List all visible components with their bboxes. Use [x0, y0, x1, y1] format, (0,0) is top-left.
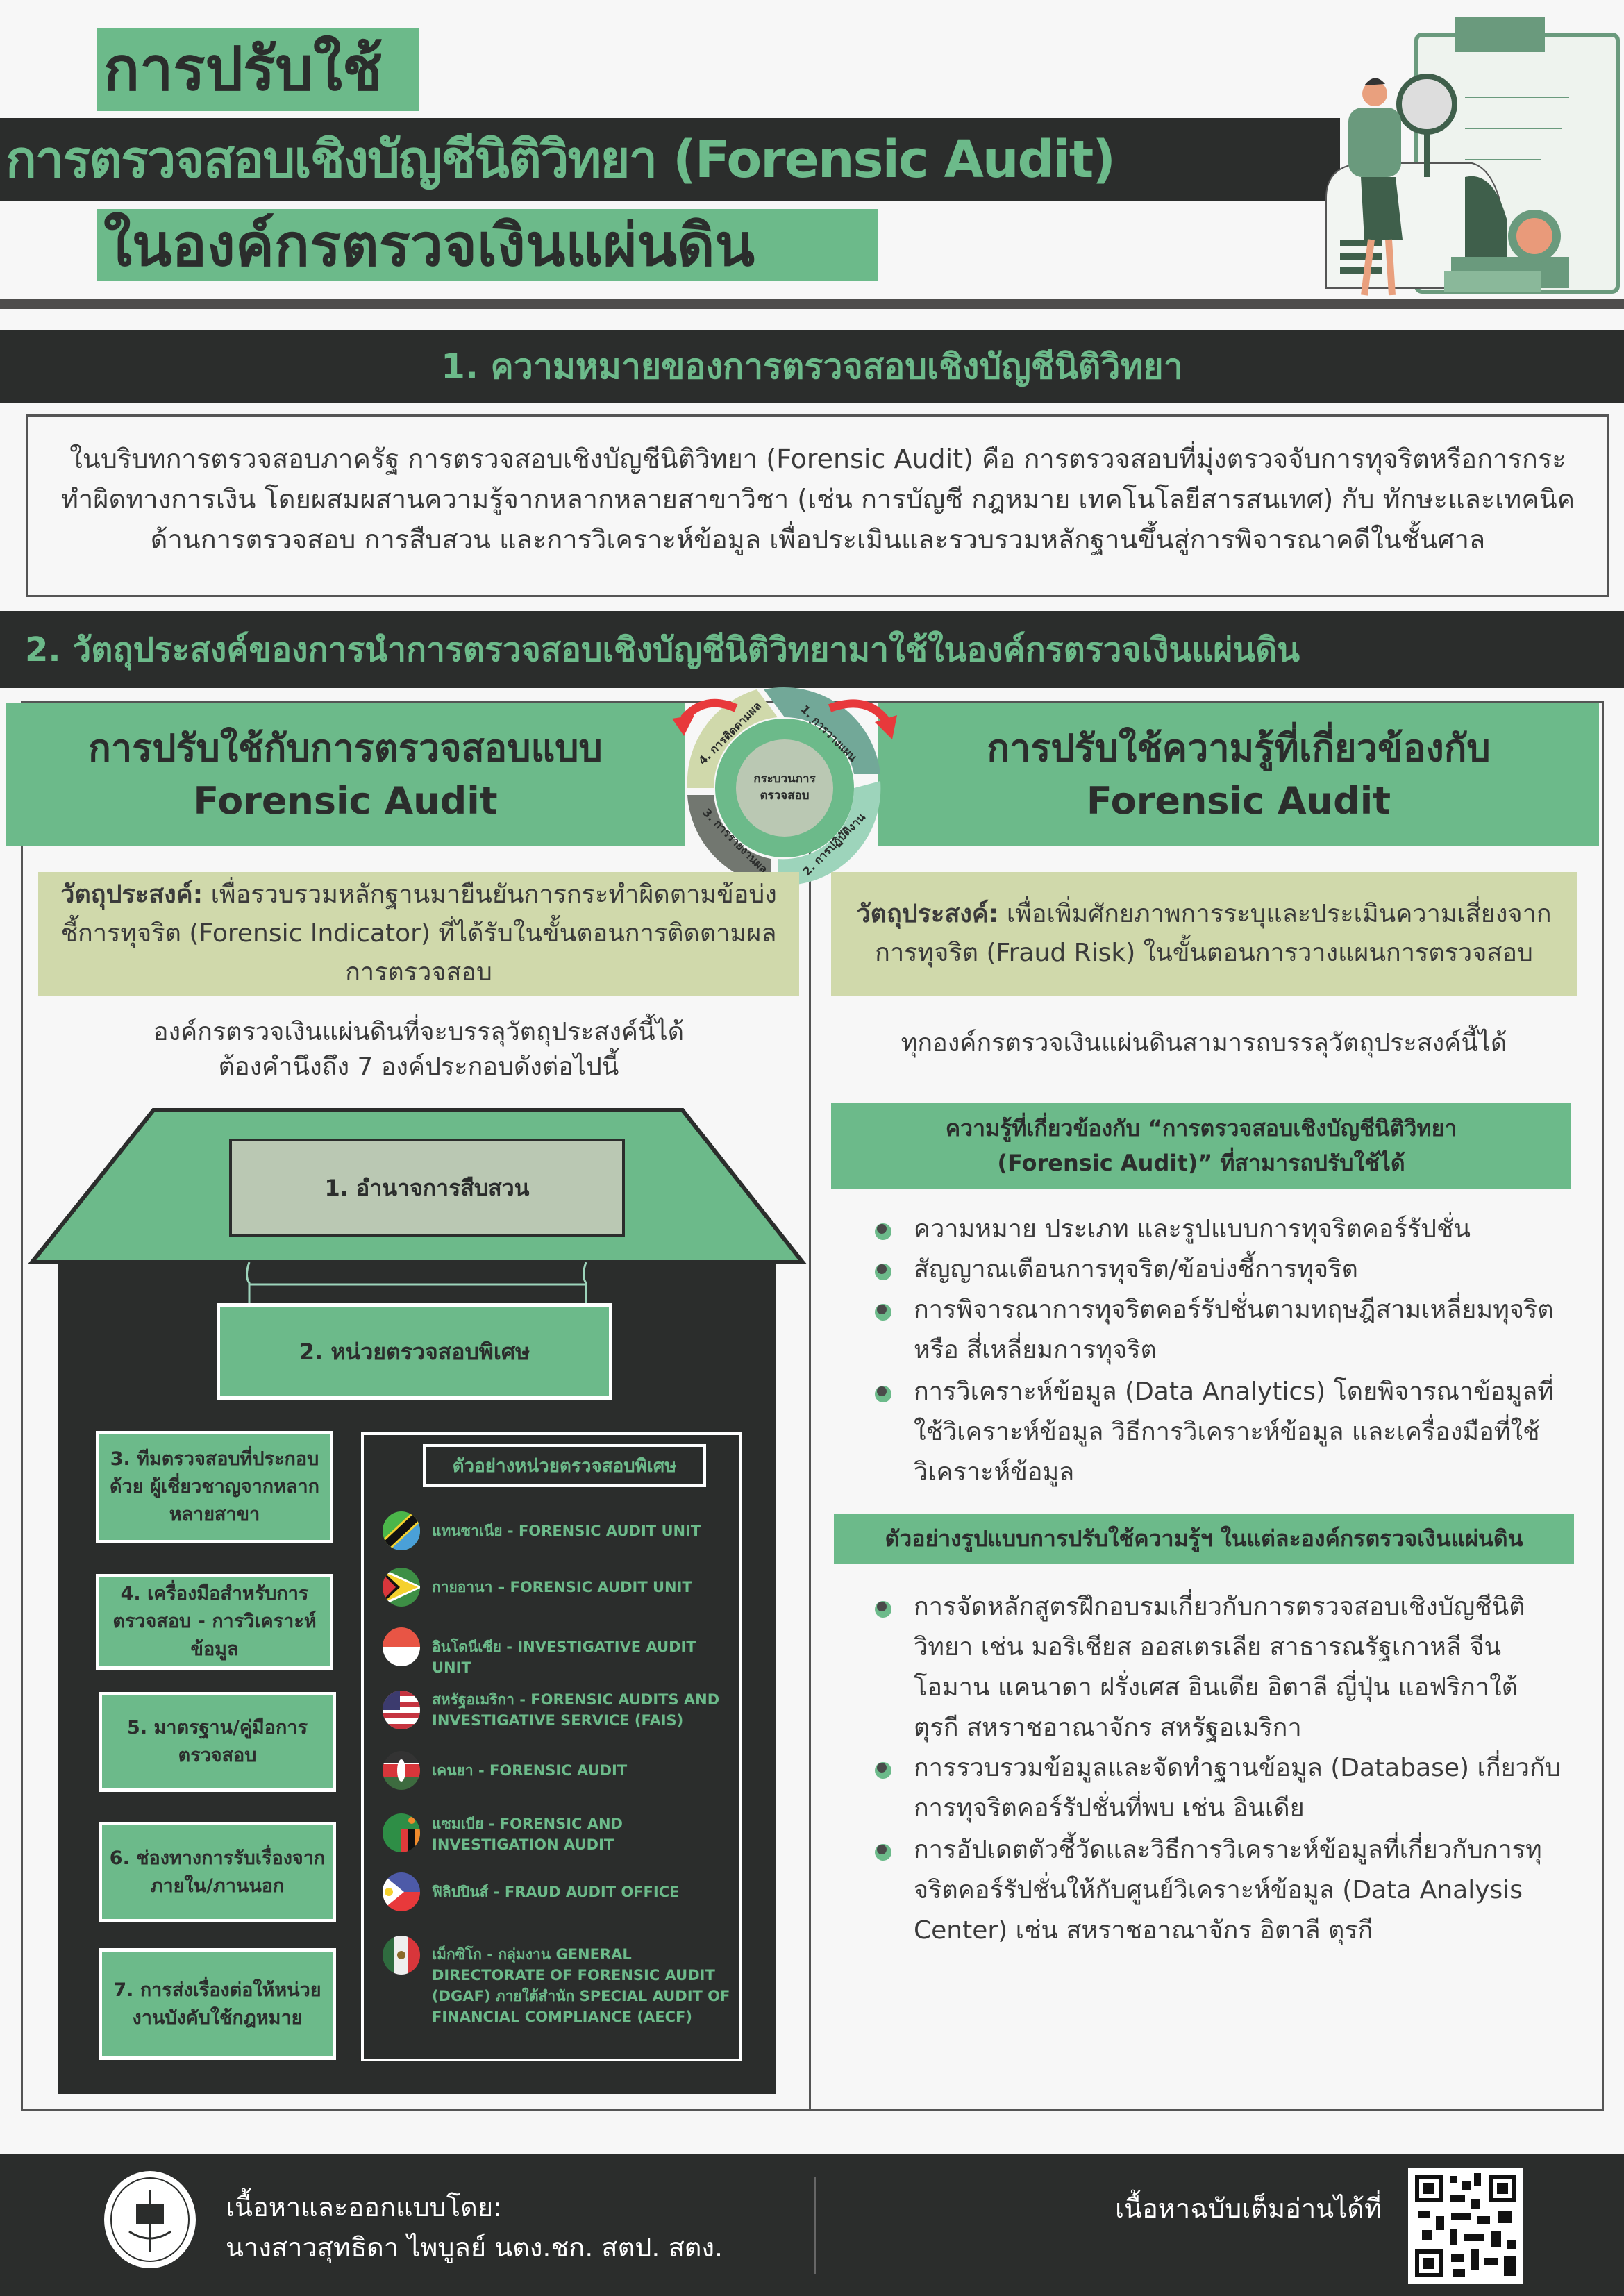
- example-kenya: เคนยา - FORENSIC AUDIT: [432, 1762, 628, 1779]
- left-objective: วัตถุประสงค์: เพื่อรวบรวมหลักฐานมายืนยัน…: [38, 872, 799, 996]
- knowledge-item: การพิจารณาการทุจริตคอร์รัปชั่นตามทฤษฎีสา…: [875, 1290, 1569, 1371]
- kenya-flag-icon: [383, 1751, 420, 1790]
- component-standards: 5. มาตรฐาน/คู่มือการตรวจสอบ: [99, 1692, 336, 1792]
- component-law-enforcement-referral: 7. การส่งเรื่องต่อให้หน่วยงานบังคับใช้กฎ…: [99, 1948, 336, 2060]
- component-investigative-power: 1. อำนาจการสืบสวน: [229, 1139, 625, 1237]
- right-column: [809, 701, 1604, 2111]
- right-intro: ทุกองค์กรตรวจเงินแผ่นดินสามารถบรรลุวัตถุ…: [901, 1029, 1507, 1057]
- example-usa: สหรัฐอเมริกา - FORENSIC AUDITS AND INVES…: [432, 1691, 720, 1729]
- indonesia-flag-icon: [383, 1627, 420, 1666]
- title-band: [0, 118, 1340, 201]
- cycle-step-execute: [778, 781, 881, 886]
- credit-label: เนื้อหาและออกแบบโดย:: [226, 2192, 502, 2222]
- examples-heading: ตัวอย่างรูปแบบการปรับใช้ความรู้ฯ ในแต่ละ…: [834, 1514, 1574, 1564]
- example-indonesia: อินโดนีเซีย - INVESTIGATIVE AUDIT UNIT: [432, 1639, 696, 1676]
- audit-process-cycle: 1. การวางแผน 2. การปฏิบัติงาน 3. การรายง…: [672, 687, 897, 886]
- examples-title: ตัวอย่างหน่วยตรวจสอบพิเศษ: [423, 1444, 706, 1487]
- usa-flag-icon: [383, 1691, 420, 1729]
- tanzania-flag-icon: [383, 1511, 420, 1550]
- mexico-flag-icon: [383, 1936, 420, 1975]
- cycle-center-label: กระบวนการตรวจสอบ: [753, 772, 816, 803]
- example-item: การอัปเดตตัวชี้วัดและวิธีการวิเคราะห์ข้อ…: [875, 1830, 1569, 1951]
- credit: เนื้อหาและออกแบบโดย: นางสาวสุทธิดา ไพบูล…: [226, 2187, 723, 2268]
- qr-code[interactable]: [1408, 2168, 1523, 2284]
- credit-name: นางสาวสุทธิดา ไพบูลย์ นตง.ชก. สตป. สตง.: [226, 2232, 723, 2263]
- zambia-flag-icon: [383, 1813, 420, 1852]
- example-item: การจัดหลักสูตรฝึกอบรมเกี่ยวกับการตรวจสอบ…: [875, 1587, 1569, 1748]
- knowledge-item: การวิเคราะห์ข้อมูล (Data Analytics) โดยพ…: [875, 1372, 1569, 1493]
- left-objective-label: วัตถุประสงค์:: [60, 880, 203, 909]
- guyana-flag-icon: [383, 1568, 420, 1607]
- cycle-step-report: [687, 795, 771, 885]
- title-line-1: การปรับใช้: [97, 28, 419, 111]
- example-item: การรวบรวมข้อมูลและจัดทำฐานข้อมูล (Databa…: [875, 1748, 1569, 1829]
- right-objective-label: วัตถุประสงค์:: [856, 900, 999, 928]
- example-mexico: เม็กซิโก - กลุ่มงาน GENERAL DIRECTORATE …: [432, 1946, 730, 2025]
- qr-label: เนื้อหาฉบับเต็มอ่านได้ที่: [1115, 2193, 1382, 2224]
- example-tanzania: แทนซาเนีย - FORENSIC AUDIT UNIT: [432, 1523, 701, 1539]
- bullet-icon: [875, 1264, 891, 1280]
- component-complaint-channels: 6. ช่องทางการรับเรื่องจากภายใน/ภานนอก: [99, 1822, 336, 1922]
- section-1-body: ในบริบทการตรวจสอบภาครัฐ การตรวจสอบเชิงบั…: [26, 414, 1609, 597]
- footer-divider: [814, 2177, 816, 2274]
- cycle-step-plan: [764, 687, 880, 774]
- left-arrow-icon: [680, 698, 738, 722]
- footer: [0, 2154, 1624, 2296]
- title-line-3: ในองค์กรตรวจเงินแผ่นดิน: [97, 209, 878, 281]
- component-audit-tools: 4. เครื่องมือสำหรับการตรวจสอบ - การวิเคร…: [96, 1574, 333, 1670]
- left-objective-text: เพื่อรวบรวมหลักฐานมายืนยันการกระทำผิดตาม…: [60, 880, 777, 987]
- title-line-2: การตรวจสอบเชิงบัญชีนิติวิทยา (Forensic A…: [6, 130, 1116, 190]
- right-arrow-icon: [828, 699, 891, 725]
- bullet-icon: [875, 1223, 891, 1240]
- example-philippines: ฟิลิปปินส์ - FRAUD AUDIT OFFICE: [432, 1884, 680, 1900]
- auditor-illustration: [1325, 17, 1620, 296]
- bullet-icon: [875, 1762, 891, 1779]
- example-zambia: แซมเบีย - FORENSIC AND INVESTIGATION AUD…: [432, 1816, 623, 1853]
- left-intro-line-1: องค์กรตรวจเงินแผ่นดินที่จะบรรลุวัตถุประส…: [153, 1018, 685, 1046]
- left-intro: องค์กรตรวจเงินแผ่นดินที่จะบรรลุวัตถุประส…: [38, 1015, 799, 1084]
- bullet-icon: [875, 1844, 891, 1861]
- right-column-heading: การปรับใช้ความรู้ที่เกี่ยวข้องกับ Forens…: [878, 703, 1599, 846]
- left-intro-line-2: ต้องคำนึงถึง 7 องค์ประกอบดังต่อไปนี้: [218, 1053, 619, 1081]
- special-unit-examples-panel: [361, 1432, 742, 2061]
- example-guyana: กายอานา – FORENSIC AUDIT UNIT: [432, 1579, 692, 1595]
- bullet-icon: [875, 1304, 891, 1321]
- philippines-flag-icon: [383, 1872, 420, 1911]
- right-objective: วัตถุประสงค์: เพื่อเพิ่มศักยภาพการระบุแล…: [831, 872, 1577, 996]
- section-2-heading: 2. วัตถุประสงค์ของการนำการตรวจสอบเชิงบัญ…: [0, 611, 1624, 688]
- left-column-heading: การปรับใช้กับการตรวจสอบแบบ Forensic Audi…: [6, 703, 685, 846]
- knowledge-heading: ความรู้ที่เกี่ยวข้องกับ “การตรวจสอบเชิงบ…: [831, 1103, 1571, 1189]
- box-connectors: [246, 1262, 587, 1304]
- right-objective-text: เพื่อเพิ่มศักยภาพการระบุและประเมินความเส…: [875, 900, 1552, 967]
- header-divider: [0, 299, 1624, 309]
- component-expert-team: 3. ทีมตรวจสอบที่ประกอบด้วย ผู้เชี่ยวชาญจ…: [96, 1431, 333, 1543]
- oag-seal-logo: [104, 2171, 196, 2268]
- knowledge-item: ความหมาย ประเภท และรูปแบบการทุจริตคอร์รั…: [875, 1209, 1569, 1250]
- bullet-icon: [875, 1386, 891, 1402]
- component-special-unit: 2. หน่วยตรวจสอบพิเศษ: [217, 1303, 612, 1400]
- knowledge-item: สัญญาณเตือนการทุจริต/ข้อบ่งชี้การทุจริต: [875, 1250, 1569, 1290]
- bullet-icon: [875, 1601, 891, 1618]
- section-1-heading: 1. ความหมายของการตรวจสอบเชิงบัญชีนิติวิท…: [0, 330, 1624, 403]
- cycle-step-followup: [687, 689, 778, 788]
